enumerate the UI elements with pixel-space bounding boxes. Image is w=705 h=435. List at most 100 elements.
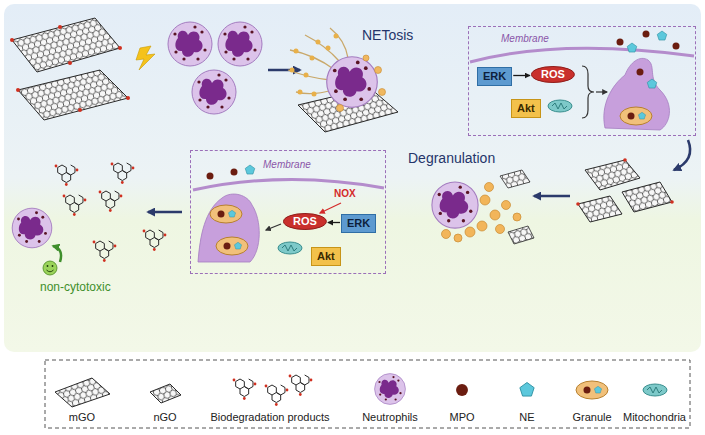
kinase-box: ERK bbox=[477, 67, 512, 86]
oxygen-dot bbox=[10, 38, 14, 42]
ne-particle bbox=[647, 79, 657, 88]
mpo-particle bbox=[673, 43, 680, 50]
neutrophil bbox=[168, 22, 212, 66]
granule bbox=[210, 205, 242, 223]
legend-granule-icon bbox=[576, 381, 608, 399]
membrane-line bbox=[470, 48, 694, 62]
outcome-label: non-cytotoxic bbox=[40, 281, 111, 295]
kinase-box: Akt bbox=[311, 247, 341, 266]
legend-mpo-icon bbox=[456, 384, 468, 396]
node-label: ROS bbox=[541, 68, 565, 80]
legend-label: Granule bbox=[572, 411, 611, 424]
ros-shape bbox=[532, 67, 575, 83]
membrane-label: Membrane bbox=[263, 159, 311, 170]
legend-frame bbox=[45, 360, 690, 428]
granule bbox=[216, 237, 248, 255]
mpo-particle bbox=[231, 169, 238, 176]
brace bbox=[582, 66, 594, 118]
oxygen-dot bbox=[126, 96, 130, 100]
legend-ne-icon bbox=[520, 383, 534, 397]
node-label: ROS bbox=[293, 215, 317, 227]
green-arrow bbox=[53, 246, 61, 262]
pointer-arrow bbox=[266, 224, 281, 230]
neutrophil bbox=[192, 70, 236, 114]
inset-box: MembraneERK ROS Akt bbox=[468, 26, 696, 136]
ros-shape bbox=[284, 214, 327, 230]
oxygen-dot bbox=[78, 108, 82, 112]
granules bbox=[442, 183, 522, 243]
flow-arrow bbox=[674, 140, 690, 170]
legend-neutrophil-icon bbox=[375, 374, 406, 405]
smiley-icon bbox=[43, 261, 57, 275]
oxygen-dot bbox=[68, 61, 72, 65]
biodegradation-product bbox=[55, 165, 79, 186]
legend-label: MPO bbox=[449, 411, 474, 424]
biodegradation-product bbox=[99, 191, 123, 212]
ros-ellipse: ROS bbox=[283, 213, 327, 230]
kinase-box: Akt bbox=[511, 99, 541, 118]
granule bbox=[620, 107, 652, 125]
mpo-particle bbox=[637, 69, 644, 76]
mpo-particle bbox=[617, 39, 624, 46]
granule-fusion bbox=[604, 58, 670, 130]
legend-bio-icon bbox=[265, 385, 289, 406]
ros-ellipse: ROS bbox=[531, 66, 575, 83]
granule-body bbox=[198, 194, 259, 262]
biodegradation-product bbox=[111, 163, 135, 184]
go-fragments bbox=[576, 158, 674, 222]
biodegradation-product bbox=[93, 241, 117, 262]
legend-label: NE bbox=[519, 411, 534, 424]
oxygen-dot bbox=[16, 88, 20, 92]
pointer-arrow bbox=[596, 91, 607, 92]
node-label: ERK bbox=[483, 70, 506, 82]
legend-bio-icon bbox=[233, 379, 257, 400]
node-label: Akt bbox=[517, 102, 535, 114]
neutrophil bbox=[327, 57, 378, 108]
legend-mgo-icon bbox=[55, 378, 110, 407]
mpo-particle bbox=[207, 173, 214, 180]
go-sheet bbox=[12, 18, 120, 72]
flow-arrow bbox=[148, 211, 182, 214]
biodegradation-product bbox=[63, 195, 87, 216]
enzyme-label: NOX bbox=[334, 188, 356, 200]
biodegradation-product bbox=[143, 230, 167, 251]
background-panel bbox=[4, 4, 701, 352]
mgo-sheets bbox=[10, 18, 130, 120]
legend-bio-icon bbox=[289, 375, 313, 396]
mitochondrion bbox=[548, 100, 572, 112]
signal-arrow bbox=[328, 222, 340, 223]
neutrophil bbox=[12, 208, 52, 248]
legend-label: Mitochondria bbox=[623, 411, 686, 424]
process-label: Degranulation bbox=[408, 150, 495, 166]
granules bbox=[337, 55, 386, 112]
process-label: NETosis bbox=[362, 27, 413, 43]
legend-label: mGO bbox=[69, 411, 95, 424]
membrane-label: Membrane bbox=[501, 33, 549, 44]
mpo-particle bbox=[643, 31, 650, 38]
oxygen-dot bbox=[118, 46, 122, 50]
ne-particle bbox=[627, 43, 637, 52]
legend-mitochondria-icon bbox=[643, 384, 667, 396]
legend-label: Neutrophils bbox=[362, 411, 418, 424]
neutrophil bbox=[218, 22, 262, 66]
go-sheet bbox=[18, 70, 128, 120]
flow-arrow bbox=[268, 69, 300, 72]
node-label: Akt bbox=[317, 250, 335, 262]
flow-arrow bbox=[534, 195, 570, 198]
inset-box: MembraneROS ERK Akt bbox=[190, 150, 386, 274]
ne-particle bbox=[245, 165, 255, 174]
oxygen-dot bbox=[58, 25, 62, 29]
legend-label: nGO bbox=[153, 411, 176, 424]
mitochondrion bbox=[278, 242, 302, 254]
kinase-box: ERK bbox=[341, 214, 376, 233]
lightning-symbol bbox=[136, 46, 155, 70]
small-go-flakes bbox=[500, 170, 534, 244]
ne-particle bbox=[657, 31, 667, 40]
neutrophil bbox=[432, 182, 478, 228]
legend-ngo-icon bbox=[150, 384, 181, 403]
signal-arrow bbox=[513, 75, 530, 76]
legend-label: Biodegradation products bbox=[210, 411, 329, 424]
node-label: ERK bbox=[347, 217, 370, 229]
nox-arrow bbox=[320, 203, 341, 213]
